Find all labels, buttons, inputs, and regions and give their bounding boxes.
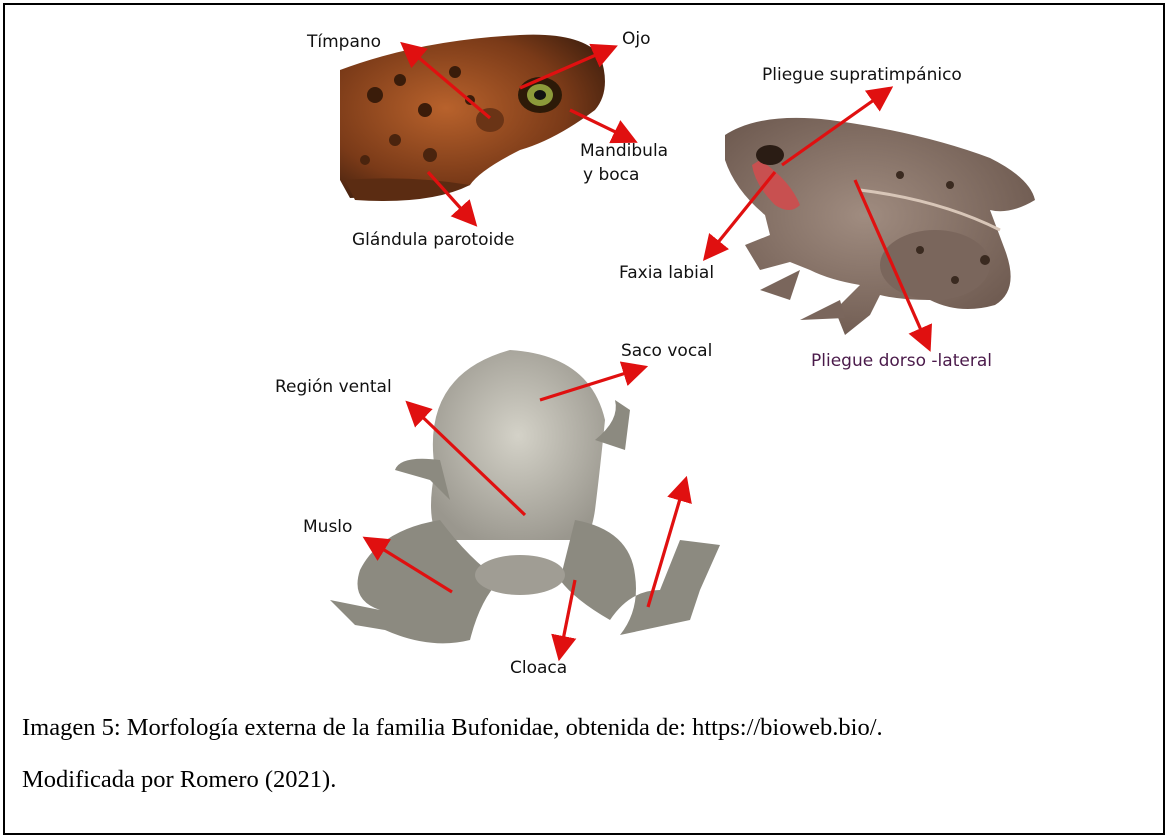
- label-faxia-labial: Faxia labial: [619, 264, 714, 284]
- caption-line-1: Imagen 5: Morfología externa de la famil…: [22, 714, 883, 742]
- label-glandula-parotoide: Glándula parotoide: [352, 231, 514, 251]
- label-muslo: Muslo: [303, 518, 352, 538]
- frog-image: [725, 118, 1035, 335]
- label-timpano: Tímpano: [307, 33, 381, 53]
- toad-head-image: [340, 35, 605, 201]
- label-region-vental: Región vental: [275, 378, 392, 398]
- caption-line-2: Modificada por Romero (2021).: [22, 766, 336, 794]
- label-mandibula: Mandibula: [580, 142, 668, 162]
- label-saco-vocal: Saco vocal: [621, 342, 712, 362]
- label-pliegue-supratimpanico: Pliegue supratimpánico: [762, 66, 962, 86]
- label-pliegue-dorso-lateral: Pliegue dorso -lateral: [811, 352, 992, 372]
- label-ojo: Ojo: [622, 30, 651, 50]
- label-cloaca: Cloaca: [510, 659, 567, 679]
- label-y-boca: y boca: [583, 166, 639, 186]
